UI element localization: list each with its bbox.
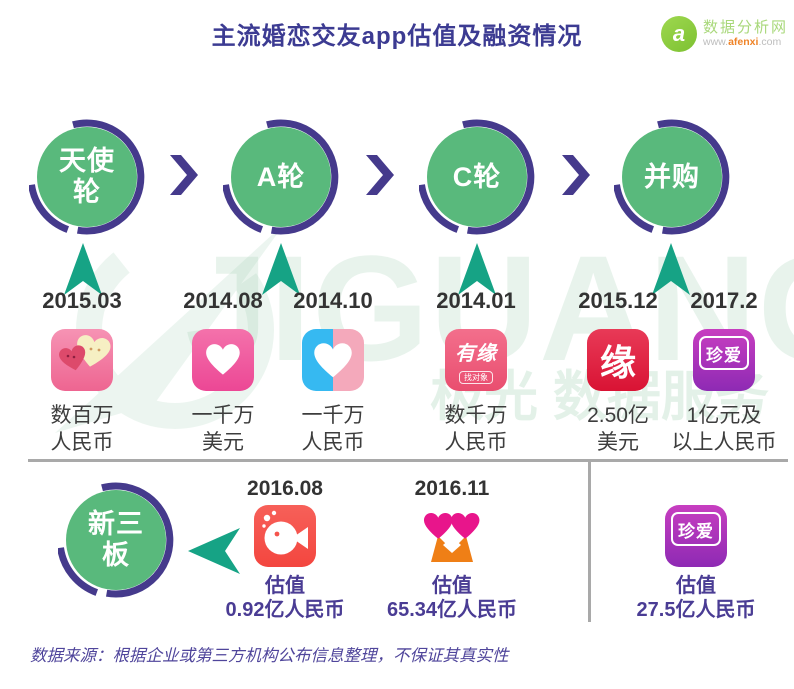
timeline-column: 2014.08 一千万 美元 <box>153 288 293 456</box>
zhenai-app-icon: 珍爱 <box>693 329 755 391</box>
blue-pink-heart-app-icon <box>302 329 364 391</box>
white-heart-icon <box>206 344 240 375</box>
afenxi-logo: a 数据分析网 www.afenxi.com <box>660 16 788 52</box>
pink-heart-app-icon <box>192 329 254 391</box>
zhenai-wordmark: 珍爱 <box>671 512 721 546</box>
amount-label: 2.50亿 美元 <box>587 404 649 454</box>
board-label: 新三 板 <box>88 509 144 570</box>
round-circle-angel: 天使 轮 <box>29 119 145 235</box>
youyuan-wordmark: 有缘 <box>455 342 497 365</box>
chevron-right-icon <box>562 155 590 195</box>
date-label: 2014.08 <box>183 288 263 313</box>
circle-ring-icon <box>614 119 730 235</box>
round-circle-merger: 并购 <box>614 119 730 235</box>
afenxi-url: www.afenxi.com <box>703 36 788 49</box>
valuation-label: 估值 27.5亿人民币 <box>636 575 756 621</box>
jiayuan-glyph: 缘 <box>599 342 636 383</box>
youyuan-badge: 找对象 <box>459 370 493 384</box>
amount-label: 数千万 人民币 <box>444 404 508 454</box>
afenxi-logo-mark-icon: a <box>660 16 697 52</box>
amount-label: 一千万 美元 <box>191 404 255 454</box>
page-title: 主流婚恋交友app估值及融资情况 <box>211 23 583 50</box>
baihe-logo-icon <box>423 512 480 562</box>
url-suffix: .com <box>758 36 782 48</box>
jiayuan-app-icon: 缘 <box>587 329 649 391</box>
two-hearts-app-icon <box>51 329 113 391</box>
left-arrow-icon <box>188 528 240 574</box>
up-arrow-icon <box>64 243 102 295</box>
up-arrow-icon <box>262 243 300 295</box>
fish-icon <box>262 510 308 555</box>
circle-ring-icon <box>223 119 339 235</box>
up-arrow-icon <box>458 243 496 295</box>
circle-ring-icon <box>58 482 174 598</box>
date-label: 2015.03 <box>42 288 122 313</box>
up-arrow-icon <box>652 243 690 295</box>
chevron-right-icon <box>170 155 198 195</box>
bottom-column: 2016.11 估值 65.34亿人民币 <box>367 477 537 622</box>
bottom-column: 2016.08 估值 0.92亿人民币 <box>200 477 370 622</box>
valuation-label: 估值 0.92亿人民币 <box>225 575 345 621</box>
bottom-column: 珍爱 估值 27.5亿人民币 <box>611 477 781 622</box>
timeline-column: 2014.01 有缘 找对象 数千万 人民币 <box>406 288 546 456</box>
two-hearts-icon <box>59 335 111 371</box>
chevron-right-icon <box>366 155 394 195</box>
timeline-column: 2015.03 数百万 人民币 <box>12 288 152 456</box>
horizontal-divider <box>28 459 788 462</box>
date-label: 2014.01 <box>436 288 516 313</box>
round-circle-c: C轮 <box>419 119 535 235</box>
timeline-column: 2014.10 一千万 人民币 <box>263 288 403 456</box>
amount-label: 数百万 人民币 <box>50 404 114 454</box>
round-circle-a: A轮 <box>223 119 339 235</box>
round-label: 天使 轮 <box>59 146 115 207</box>
round-label: 并购 <box>644 161 700 192</box>
board-circle-nsb: 新三 板 <box>58 482 174 598</box>
date-label: 2016.11 <box>414 477 490 500</box>
vertical-divider <box>588 461 591 622</box>
round-label: A轮 <box>256 161 306 192</box>
amount-label: 一千万 人民币 <box>301 404 365 454</box>
circle-ring-icon <box>419 119 535 235</box>
url-name: afenxi <box>728 36 759 48</box>
amount-label: 1亿元及 以上人民币 <box>671 404 777 454</box>
white-heart-icon <box>314 343 352 378</box>
timeline-column: 2015.12 缘 2.50亿 美元 <box>548 288 688 456</box>
afenxi-brand: 数据分析网 <box>702 19 788 36</box>
timeline-column: 2017.2 珍爱 1亿元及 以上人民币 <box>654 288 794 456</box>
footer-source: 数据来源：根据企业或第三方机构公布信息整理，不保证其真实性 <box>30 647 509 665</box>
baihe-app-icon <box>421 505 483 567</box>
circle-ring-icon <box>29 119 145 235</box>
date-label: 2014.10 <box>293 288 373 313</box>
zhenai-app-icon: 珍爱 <box>665 505 727 567</box>
round-label: C轮 <box>452 161 502 192</box>
date-label: 2016.08 <box>247 477 323 500</box>
valuation-label: 估值 65.34亿人民币 <box>386 575 518 621</box>
zhenai-wordmark: 珍爱 <box>699 336 749 370</box>
youyuan-app-icon: 有缘 找对象 <box>445 329 507 391</box>
date-label: 2015.12 <box>578 288 658 313</box>
date-label: 2017.2 <box>690 288 758 313</box>
url-prefix: www. <box>702 36 729 48</box>
fish-app-icon <box>254 505 316 567</box>
